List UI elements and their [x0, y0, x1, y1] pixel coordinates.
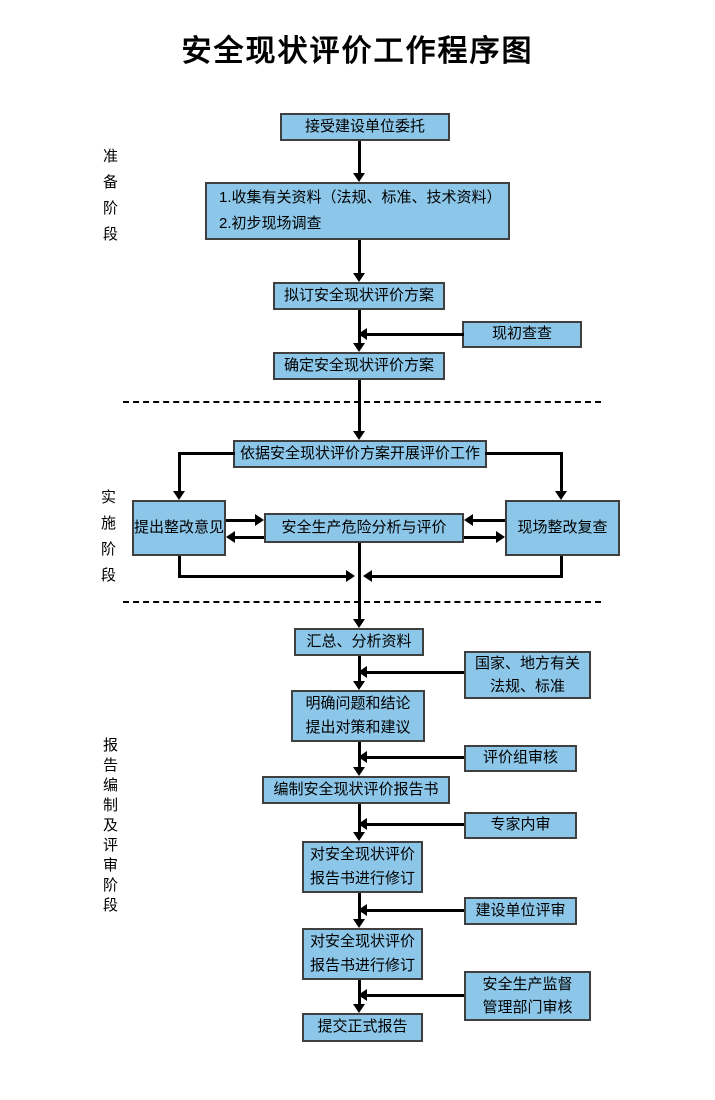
arrow-down-icon: [173, 491, 185, 500]
phase-divider-2: [123, 601, 601, 603]
node-label-line2: 管理部门审核: [482, 999, 573, 1016]
node-accept-commission: 接受建设单位委托: [280, 113, 450, 141]
page-title: 安全现状评价工作程序图: [181, 35, 534, 68]
node-label: 提出整改意见: [134, 518, 225, 536]
phase-divider-1: [123, 401, 601, 403]
node-team-review: 评价组审核: [464, 745, 577, 772]
arrow-down-icon: [353, 832, 365, 841]
arrow-down-icon: [353, 619, 365, 628]
node-site-recheck: 现场整改复查: [505, 500, 620, 556]
arrow-down-icon: [353, 431, 365, 440]
arrow-left-icon: [363, 570, 372, 582]
node-label: 拟订安全现状评价方案: [283, 286, 434, 304]
connector-line: [178, 556, 181, 577]
connector-line: [226, 519, 255, 522]
arrow-right-icon: [255, 514, 264, 526]
node-label-line1: 对安全现状评价: [309, 933, 415, 950]
connector-line: [178, 452, 235, 455]
node-label: 安全生产危险分析与评价: [281, 518, 447, 536]
node-label: 评价组审核: [482, 749, 558, 767]
connector-line: [560, 556, 563, 577]
connector-line: [367, 823, 464, 826]
connector-line: [367, 671, 464, 674]
connector-line: [367, 909, 464, 912]
node-label-line2: 报告书进行修订: [309, 957, 415, 974]
node-revise-report-1: 对安全现状评价 报告书进行修订: [302, 841, 423, 893]
node-label: 接受建设单位委托: [304, 117, 425, 135]
phase-label-implementation: 实施阶段: [99, 489, 116, 593]
node-collect-info: 1.收集有关资料（法规、标准、技术资料） 2.初步现场调查: [205, 182, 510, 240]
arrow-left-icon: [358, 328, 367, 340]
arrow-down-icon: [353, 343, 365, 352]
node-summarize: 汇总、分析资料: [294, 628, 424, 656]
node-label-line2: 法规、标准: [489, 678, 565, 695]
node-label: 提交正式报告: [317, 1018, 408, 1036]
node-label-line2: 提出对策和建议: [305, 719, 411, 736]
connector-line: [358, 543, 361, 620]
connector-line: [485, 452, 563, 455]
connector-line: [367, 994, 464, 997]
arrow-down-icon: [353, 273, 365, 282]
node-label-line2: 2.初步现场调查: [219, 215, 322, 232]
arrow-down-icon: [353, 173, 365, 182]
phase-label-preparation: 准备阶段: [101, 148, 118, 252]
phase-label-reporting: 报告编制及评审阶段: [101, 737, 118, 917]
node-label: 现场整改复查: [517, 518, 608, 536]
connector-line: [358, 141, 361, 174]
connector-line: [367, 756, 464, 759]
node-label-line1: 国家、地方有关: [474, 655, 580, 672]
node-expert-review: 专家内审: [464, 812, 577, 839]
node-label-line1: 安全生产监督: [482, 976, 573, 993]
node-label-line1: 1.收集有关资料（法规、标准、技术资料）: [219, 189, 502, 206]
connector-line: [372, 575, 563, 578]
arrow-right-icon: [346, 570, 355, 582]
arrow-left-icon: [358, 818, 367, 830]
connector-line: [358, 240, 361, 274]
node-submit-report: 提交正式报告: [302, 1013, 423, 1042]
node-confirm-plan: 确定安全现状评价方案: [273, 352, 445, 380]
arrow-down-icon: [353, 1004, 365, 1013]
connector-line: [235, 536, 264, 539]
node-label: 汇总、分析资料: [306, 632, 412, 650]
connector-line: [358, 380, 361, 432]
connector-line: [464, 536, 496, 539]
connector-line: [367, 333, 464, 336]
arrow-left-icon: [226, 531, 235, 543]
arrow-right-icon: [496, 531, 505, 543]
node-regulations: 国家、地方有关 法规、标准: [464, 651, 591, 699]
node-propose-rectification: 提出整改意见: [132, 500, 226, 556]
arrow-left-icon: [464, 514, 473, 526]
node-compile-report: 编制安全现状评价报告书: [262, 776, 450, 804]
arrow-down-icon: [353, 767, 365, 776]
node-label: 编制安全现状评价报告书: [273, 780, 439, 798]
node-carry-out-evaluation: 依据安全现状评价方案开展评价工作: [233, 440, 487, 468]
node-label: 确定安全现状评价方案: [283, 356, 434, 374]
node-supervision-review: 安全生产监督 管理部门审核: [464, 971, 591, 1021]
node-initial-check: 现初查查: [462, 321, 582, 348]
connector-line: [358, 310, 361, 344]
arrow-left-icon: [358, 989, 367, 1001]
arrow-down-icon: [555, 491, 567, 500]
node-label-line1: 对安全现状评价: [309, 846, 415, 863]
arrow-down-icon: [353, 919, 365, 928]
node-label: 依据安全现状评价方案开展评价工作: [239, 444, 480, 462]
node-clarify-conclusions: 明确问题和结论 提出对策和建议: [291, 690, 425, 742]
connector-line: [178, 575, 346, 578]
connector-line: [560, 452, 563, 491]
node-revise-report-2: 对安全现状评价 报告书进行修订: [302, 928, 423, 980]
node-draft-plan: 拟订安全现状评价方案: [273, 282, 445, 310]
node-risk-analysis: 安全生产危险分析与评价: [264, 513, 464, 543]
arrow-down-icon: [353, 681, 365, 690]
arrow-left-icon: [358, 751, 367, 763]
arrow-left-icon: [358, 666, 367, 678]
connector-line: [473, 519, 505, 522]
connector-line: [178, 452, 181, 491]
node-label-line2: 报告书进行修订: [309, 870, 415, 887]
node-label-line1: 明确问题和结论: [305, 695, 411, 712]
node-client-review: 建设单位评审: [464, 897, 577, 925]
node-label: 现初查查: [491, 325, 552, 343]
node-label: 专家内审: [490, 816, 551, 834]
node-label: 建设单位评审: [475, 901, 566, 919]
arrow-left-icon: [358, 904, 367, 916]
